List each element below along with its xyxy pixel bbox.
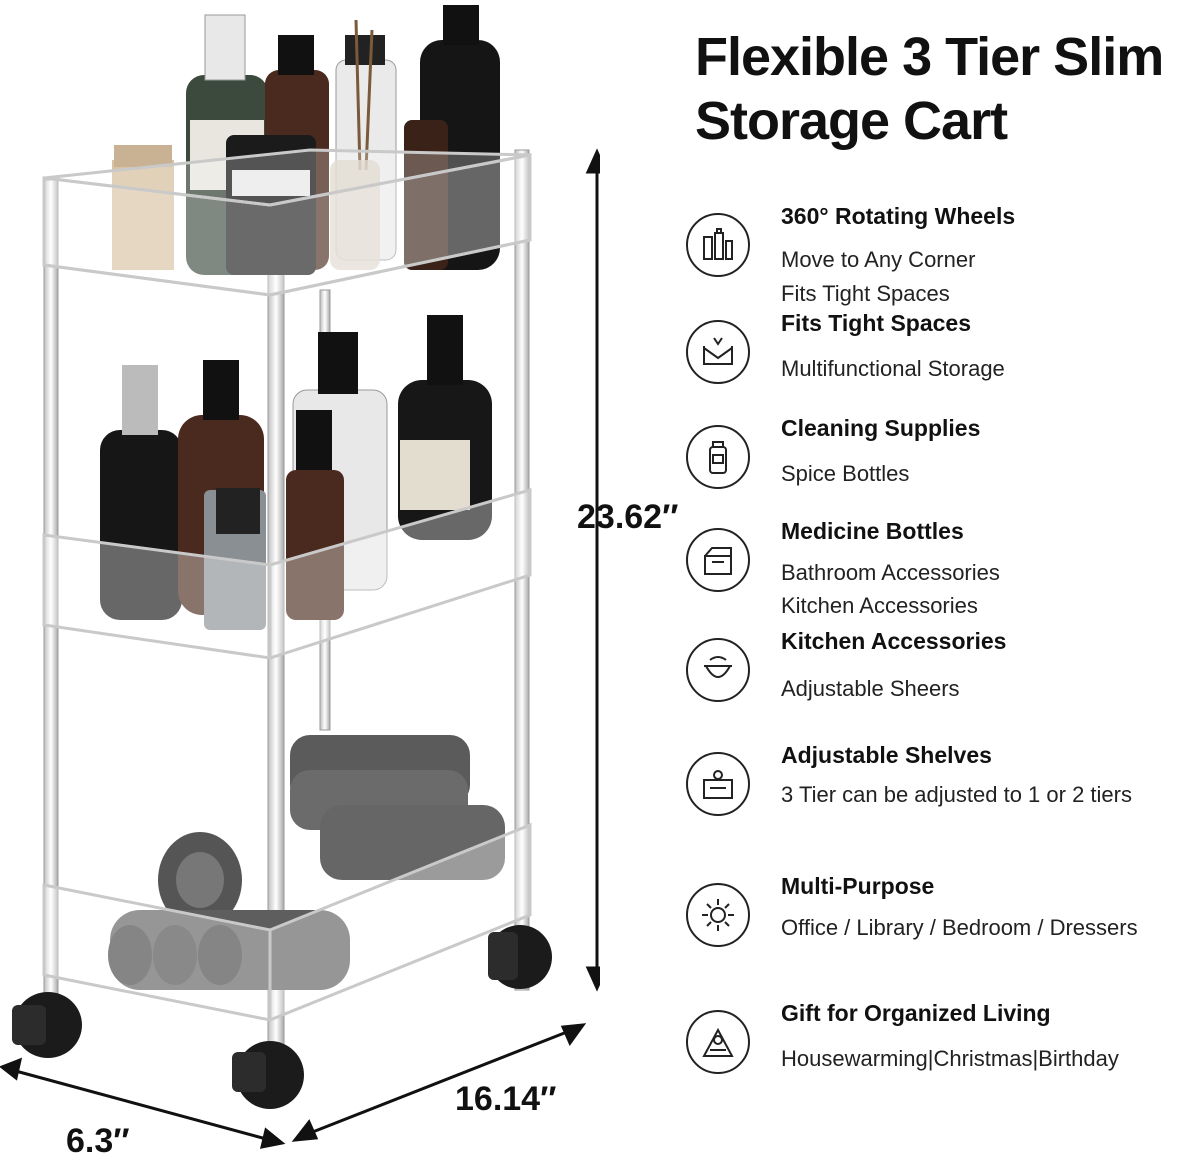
feature-rotating-wheels: 360° Rotating Wheels Move to Any Corner … [686, 203, 1200, 333]
feature-line: Spice Bottles [781, 461, 910, 486]
feature-multi-purpose: Multi-Purpose Office / Library / Bedroom… [686, 873, 1200, 1003]
feature-gift: Gift for Organized Living Housewarming|C… [686, 1000, 1200, 1130]
spray-bottle-icon [686, 425, 750, 489]
bottles-icon [686, 213, 750, 277]
width-dimension-arrow [0, 1057, 286, 1149]
feature-heading: Fits Tight Spaces [781, 310, 972, 336]
tray-icon [686, 320, 750, 384]
middle-tier-bottles [100, 315, 492, 630]
feature-line: Fits Tight Spaces [781, 281, 950, 306]
height-dimension-arrow [585, 148, 600, 992]
feature-line: Housewarming|Christmas|Birthday [781, 1046, 1119, 1071]
page-title: Flexible 3 Tier Slim Storage Cart [695, 25, 1195, 153]
feature-heading: Medicine Bottles [781, 518, 964, 544]
shelf-icon [686, 752, 750, 816]
feature-line: Office / Library / Bedroom / Dressers [781, 915, 1138, 940]
feature-adjustable-shelves: Adjustable Shelves 3 Tier can be adjuste… [686, 742, 1200, 872]
feature-line: Bathroom Accessories [781, 560, 1000, 585]
title-line-1: Flexible 3 Tier Slim [695, 27, 1164, 87]
feature-heading: Kitchen Accessories [781, 628, 1007, 654]
feature-heading: Multi-Purpose [781, 873, 935, 899]
feature-medicine-bottles: Medicine Bottles Bathroom Accessories Ki… [686, 518, 1200, 648]
title-line-2: Storage Cart [695, 91, 1008, 151]
feature-line: Move to Any Corner [781, 247, 976, 272]
cart-wheels [12, 925, 552, 1109]
feature-line: Multifunctional Storage [781, 356, 1005, 381]
bottom-tier-basket [42, 822, 532, 1022]
storage-cart-image [0, 5, 600, 1149]
length-dimension-arrow [291, 1023, 587, 1142]
feature-kitchen-accessories: Kitchen Accessories Adjustable Sheers [686, 628, 1200, 758]
box-icon [686, 528, 750, 592]
gift-icon [686, 1010, 750, 1074]
feature-line: 3 Tier can be adjusted to 1 or 2 tiers [781, 782, 1132, 807]
feature-heading: Cleaning Supplies [781, 415, 981, 441]
feature-heading: 360° Rotating Wheels [781, 203, 1016, 229]
bowl-icon [686, 638, 750, 702]
length-dimension-label: 16.14″ [455, 1080, 557, 1118]
top-tier-bottles [112, 5, 500, 275]
feature-heading: Gift for Organized Living [781, 1000, 1051, 1026]
bottom-tier-towels [108, 735, 505, 990]
width-dimension-label: 6.3″ [66, 1122, 130, 1160]
middle-tier-basket [42, 488, 532, 660]
feature-heading: Adjustable Shelves [781, 742, 992, 768]
feature-line: Adjustable Sheers [781, 676, 960, 701]
feature-line: Kitchen Accessories [781, 593, 978, 618]
feature-cleaning-supplies: Cleaning Supplies Spice Bottles [686, 415, 1200, 545]
top-tier-basket [42, 148, 532, 297]
height-dimension-label: 23.62″ [577, 498, 679, 536]
sun-icon [686, 883, 750, 947]
feature-tight-spaces: Fits Tight Spaces Multifunctional Storag… [686, 310, 1200, 440]
